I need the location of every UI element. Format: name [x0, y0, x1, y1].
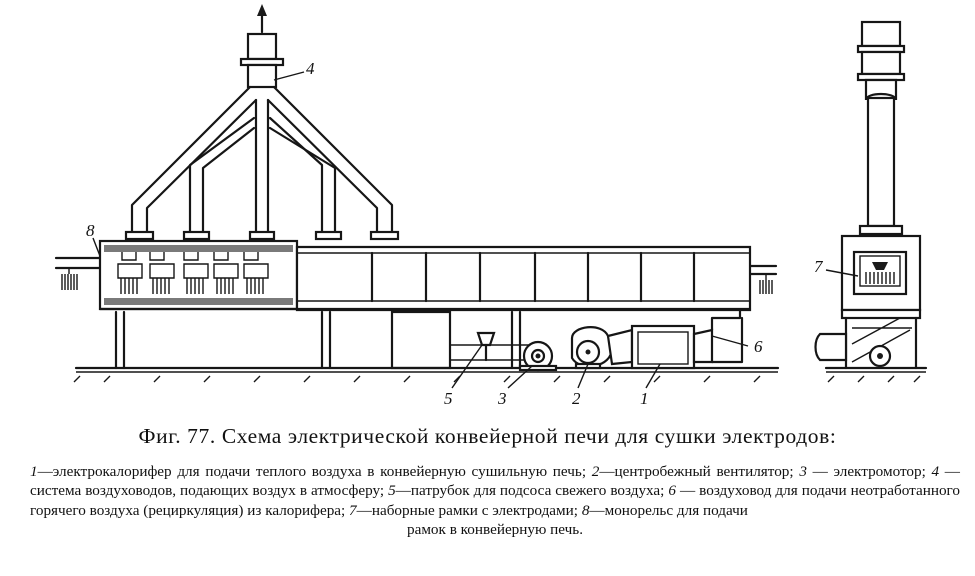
- legend-num-6: 6: [668, 482, 676, 500]
- exhaust-duct-system: [124, 4, 400, 241]
- legend-num-7: 7: [349, 501, 357, 519]
- legend-num-1: 1: [30, 463, 38, 480]
- legend-num-2: 2: [591, 463, 600, 480]
- legend-num-8: 8: [581, 501, 590, 519]
- legend-text-1: —электрокалорифер для подачи теплого воз…: [37, 463, 592, 480]
- electric-motor: [518, 340, 558, 372]
- callout-7: 7: [814, 257, 824, 276]
- callout-4: 4: [306, 59, 315, 78]
- centrifugal-fan: [570, 326, 614, 370]
- callout-3: 3: [497, 389, 507, 408]
- callout-2: 2: [572, 389, 581, 408]
- drying-oven-body: [98, 239, 752, 312]
- electric-air-heater: [606, 324, 714, 370]
- figure-legend: 1—электрокалорифер для подачи теплого во…: [30, 462, 960, 540]
- legend-num-4: 4: [931, 463, 940, 480]
- legend-num-5: 5: [388, 482, 396, 500]
- legend-text-4: — система воздуховодов, подающих воздух …: [30, 463, 960, 500]
- callout-5: 5: [444, 389, 453, 408]
- legend-text-5: —патрубок для подсоса свежего воздуха;: [395, 482, 669, 500]
- callout-1: 1: [640, 389, 649, 408]
- recirculation-air-duct: [710, 308, 744, 364]
- fresh-air-intake-nozzle: [450, 331, 530, 362]
- figure-caption-title: Фиг. 77. Схема электрической конвейерной…: [138, 424, 837, 448]
- legend-text-2: —центробежный вентилятор;: [599, 463, 800, 480]
- oven-end-view: [814, 20, 928, 383]
- legend-text-8: —монорельс для подачи: [589, 501, 748, 519]
- callout-8: 8: [86, 221, 95, 240]
- oven-schematic-drawing: 4 8 6 7 1 2 3 5: [54, 4, 928, 408]
- legend-num-3: 3: [799, 463, 807, 480]
- callout-leaders: [92, 71, 859, 389]
- legend-text-7: —наборные рамки с электродами;: [356, 501, 582, 519]
- legend-text-6: — воздуховод для подачи неотработанного …: [30, 482, 960, 519]
- callout-6: 6: [754, 337, 763, 356]
- legend-tail: рамок в конвейерную печь.: [406, 521, 583, 539]
- legend-text-3: — электромотор;: [806, 463, 932, 480]
